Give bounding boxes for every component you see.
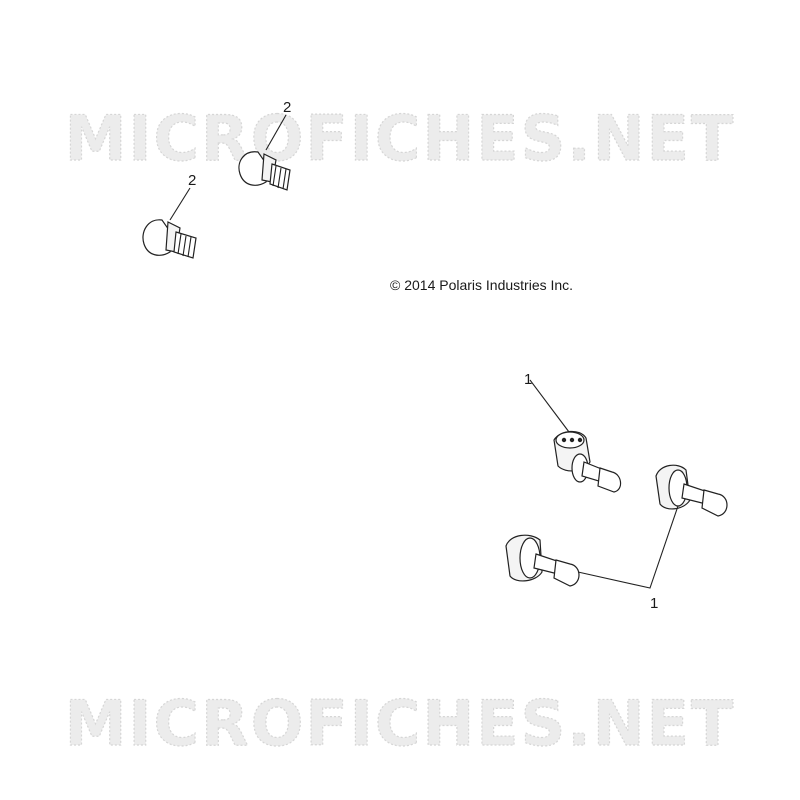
watermark-bottom: MICROFICHES.NET bbox=[65, 687, 736, 760]
callout-label: 1 bbox=[650, 595, 658, 612]
wedge-bulb-lower[interactable] bbox=[142, 187, 197, 259]
leader-line-bottom-headlights bbox=[577, 505, 679, 589]
callout-label: 1 bbox=[524, 371, 532, 388]
bulb-capsule bbox=[553, 559, 580, 587]
headlight-bulb-right[interactable] bbox=[655, 464, 728, 517]
leader-line-lower-bulb bbox=[169, 187, 191, 221]
callout-label: 2 bbox=[283, 99, 291, 116]
bulb-capsule bbox=[701, 489, 728, 517]
leader-line-upper-bulb bbox=[265, 114, 287, 151]
copyright-text: © 2014 Polaris Industries Inc. bbox=[390, 277, 573, 293]
headlight-bulb-top[interactable] bbox=[529, 379, 622, 493]
wedge-bulb-upper[interactable] bbox=[238, 114, 291, 191]
watermark-top: MICROFICHES.NET bbox=[65, 102, 736, 175]
bulb-capsule bbox=[597, 467, 622, 493]
callout-label: 2 bbox=[188, 172, 196, 189]
headlight-bulb-left[interactable] bbox=[505, 534, 580, 587]
leader-line-top-headlight bbox=[529, 379, 573, 437]
